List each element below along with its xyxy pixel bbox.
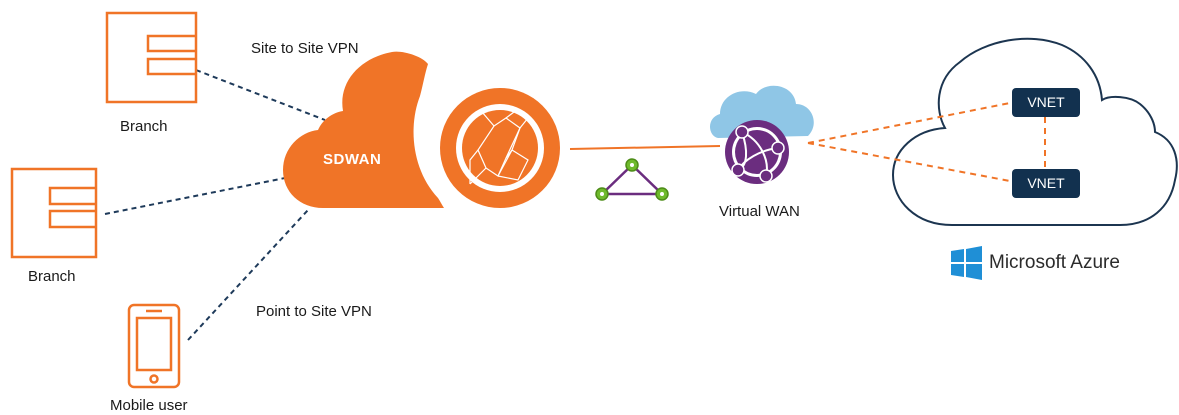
branch-2-icon xyxy=(10,167,98,259)
branch-1-icon xyxy=(105,11,198,104)
mobile-user-label: Mobile user xyxy=(110,397,188,414)
azure-cloud-outline xyxy=(891,37,1178,226)
vnet-box-1 xyxy=(1012,88,1080,117)
sdwan-cloud-icon xyxy=(283,51,444,209)
vnet-2-label: VNET xyxy=(1027,175,1065,191)
network-mesh-icon xyxy=(440,88,560,208)
connection-branch-1 xyxy=(195,69,326,121)
vpn-connections xyxy=(104,69,326,341)
branch-1-label: Branch xyxy=(120,118,168,135)
connection-sdwan-vwan xyxy=(569,145,721,150)
virtual-wan-label: Virtual WAN xyxy=(719,203,800,220)
point-to-site-vpn-label: Point to Site VPN xyxy=(256,303,372,320)
vnet-box-2 xyxy=(1012,169,1080,198)
windows-logo-icon xyxy=(951,246,982,280)
vnet-1-label: VNET xyxy=(1027,94,1065,110)
triangle-network-icon xyxy=(595,158,669,201)
connection-branch-2 xyxy=(104,177,286,215)
vnet-connections xyxy=(807,102,1046,182)
site-to-site-vpn-label: Site to Site VPN xyxy=(251,40,359,57)
branch-2-label: Branch xyxy=(28,268,76,285)
sdwan-label: SDWAN xyxy=(323,151,382,168)
connection-mobile xyxy=(187,209,309,341)
microsoft-azure-label: Microsoft Azure xyxy=(989,252,1120,273)
globe-cloud-icon xyxy=(710,85,814,184)
smartphone-icon xyxy=(127,303,181,389)
